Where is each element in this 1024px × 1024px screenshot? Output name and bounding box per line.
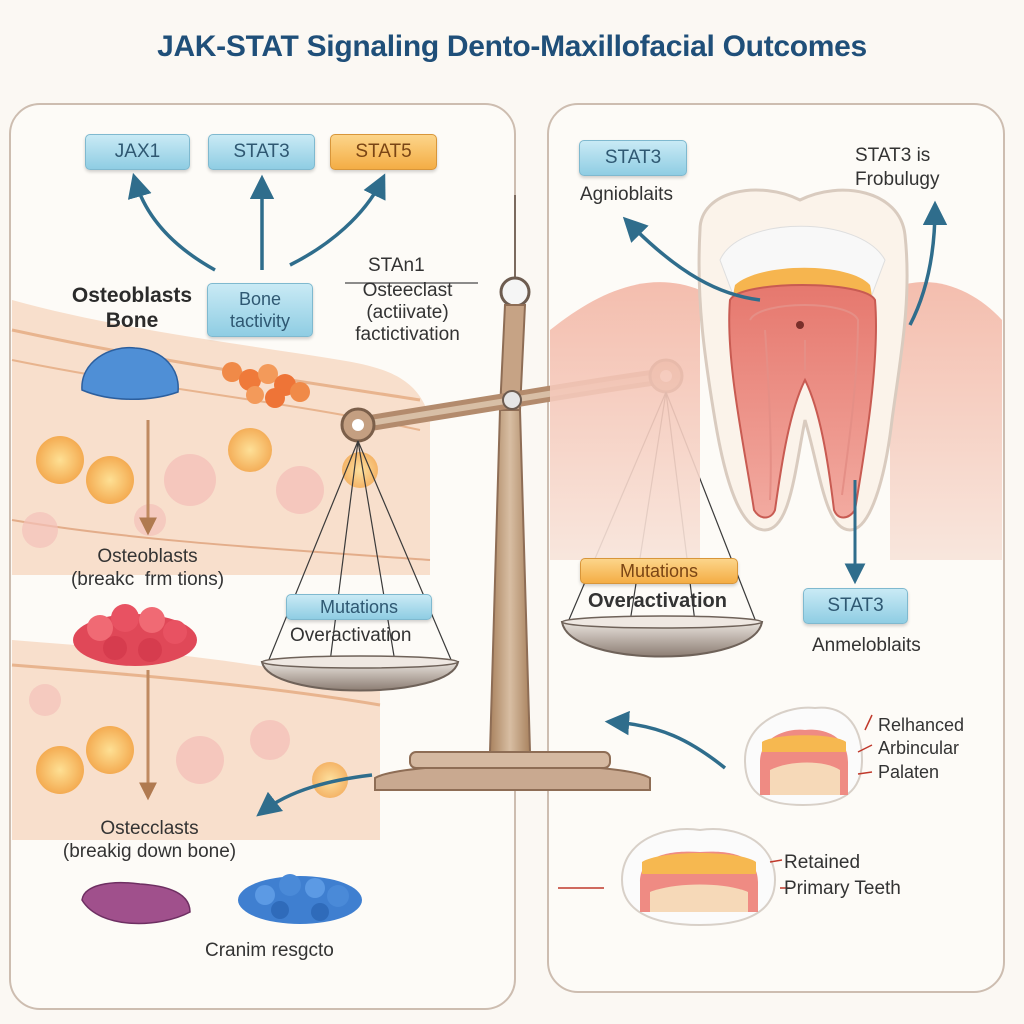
osteoclast-cluster-red bbox=[73, 604, 197, 666]
arrow-to-cranial bbox=[256, 773, 373, 817]
ameloblasts-label: Anmeloblaits bbox=[812, 635, 921, 656]
cranial-label: Cranim resgcto bbox=[205, 940, 334, 961]
right-pan-mutations-pill: Mutations bbox=[580, 558, 738, 584]
osteoblasts-breakdown-label: Osteoblasts (breakc frm tions) bbox=[70, 546, 225, 590]
osteoclast-activation-label: Osteeclast (actiivate) factictivation bbox=[355, 280, 460, 345]
arrow-from-palate bbox=[604, 710, 727, 770]
left-pan-overactivation-label: Overactivation bbox=[290, 625, 412, 646]
retained-primary-teeth-label: Retained Primary Teeth bbox=[784, 852, 901, 899]
stat1-label: STAn1 bbox=[368, 255, 425, 276]
right-pan-overactivation-label: Overactivation bbox=[588, 590, 727, 612]
retained-tooth-illustration bbox=[558, 828, 790, 927]
arrow-to-stat5 bbox=[289, 173, 386, 267]
stat3-pill: STAT3 bbox=[208, 134, 315, 170]
stat5-pill: STAT5 bbox=[330, 134, 437, 170]
osteoclast-cluster-orange bbox=[222, 362, 310, 408]
cranial-cell-cluster-blue bbox=[238, 874, 362, 924]
stat3-note-label: STAT3 is Frobulugy bbox=[855, 145, 940, 190]
arrow-to-jak1 bbox=[127, 172, 216, 272]
bone-tissue-lower bbox=[11, 640, 381, 840]
stat3-top-pill: STAT3 bbox=[579, 140, 687, 176]
left-pan-mutations-pill: Mutations bbox=[286, 594, 432, 620]
palate-tooth-illustration bbox=[743, 706, 873, 807]
osteoblasts-bone-label: Osteoblasts Bone bbox=[71, 284, 193, 333]
stat3-bottom-pill: STAT3 bbox=[803, 588, 908, 624]
bone-activity-pill: Bone tactivity bbox=[207, 283, 313, 337]
angioblasts-label: Agnioblaits bbox=[580, 184, 673, 205]
enhanced-palaten-label: Relhanced Arbincular Palaten bbox=[878, 715, 965, 782]
bone-fragment-purple bbox=[81, 881, 191, 925]
osteoclasts-breakdown-label: Ostecclasts (breakig down bone) bbox=[62, 818, 237, 862]
arrow-stat3-note bbox=[908, 200, 948, 326]
arrow-to-angioblasts bbox=[622, 216, 761, 302]
page-title: JAK-STAT Signaling Dento-Maxillofacial O… bbox=[157, 30, 867, 63]
tooth-cross-section bbox=[550, 188, 1002, 560]
osteoblast-cell-blue bbox=[81, 346, 179, 401]
jak1-pill: JAX1 bbox=[85, 134, 190, 170]
